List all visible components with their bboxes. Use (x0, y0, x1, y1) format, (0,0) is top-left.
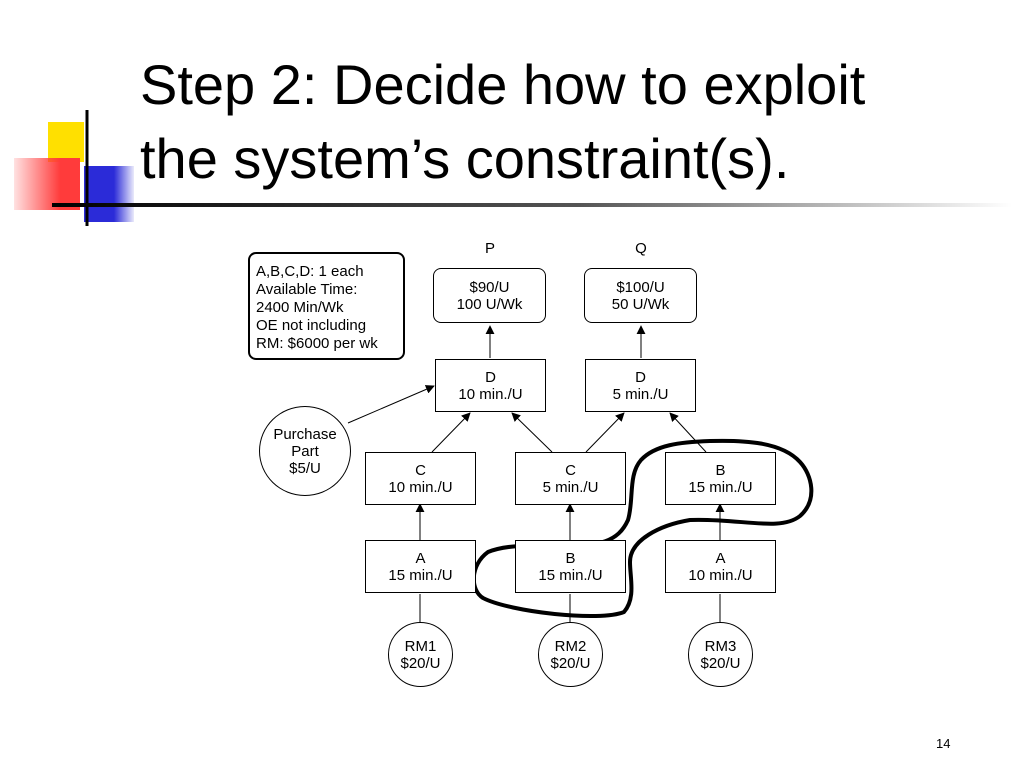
purchase-part-cost: $5/U (289, 459, 321, 477)
node-d-right: D 5 min./U (585, 359, 696, 412)
node-b-mid-time: 15 min./U (538, 566, 603, 584)
node-b-mid: B 15 min./U (515, 540, 626, 593)
node-c-mid-time: 5 min./U (542, 478, 599, 496)
purchase-part-line-2: Part (291, 442, 319, 460)
raw-material-rm1: RM1 $20/U (388, 622, 453, 687)
product-p-demand: 100 U/Wk (456, 295, 523, 313)
node-a-left: A 15 min./U (365, 540, 476, 593)
node-a-right-time: 10 min./U (688, 566, 753, 584)
yellow-square (48, 122, 84, 162)
arrow-cleft-to-dleft (431, 412, 471, 453)
product-p-price: $90/U (469, 278, 510, 296)
slide-title: Step 2: Decide how to exploit the system… (140, 48, 1000, 196)
node-a-left-resource: A (415, 549, 426, 567)
node-d-left-resource: D (485, 368, 496, 386)
node-b-right-time: 15 min./U (688, 478, 753, 496)
rm2-cost: $20/U (550, 654, 591, 672)
product-q-demand: 50 U/Wk (611, 295, 670, 313)
resource-info-note: A,B,C,D: 1 each Available Time: 2400 Min… (248, 252, 405, 360)
node-b-right-resource: B (715, 461, 726, 479)
node-d-left-time: 10 min./U (458, 385, 523, 403)
node-c-left-resource: C (415, 461, 426, 479)
title-line-1: Step 2: Decide how to exploit (140, 53, 866, 116)
node-a-right-resource: A (715, 549, 726, 567)
node-c-left-time: 10 min./U (388, 478, 453, 496)
blue-square (84, 166, 134, 222)
product-p-box: $90/U 100 U/Wk (433, 268, 546, 323)
note-line-5: RM: $6000 per wk (256, 335, 378, 352)
rm1-cost: $20/U (400, 654, 441, 672)
node-c-mid-resource: C (565, 461, 576, 479)
title-line-2: the system’s constraint(s). (140, 127, 790, 190)
note-line-3: 2400 Min/Wk (256, 299, 344, 316)
node-c-mid: C 5 min./U (515, 452, 626, 505)
node-b-mid-resource: B (565, 549, 576, 567)
node-b-right: B 15 min./U (665, 452, 776, 505)
node-a-left-time: 15 min./U (388, 566, 453, 584)
rm3-name: RM3 (704, 637, 737, 655)
node-d-right-resource: D (635, 368, 646, 386)
slide-page-number: 14 (936, 736, 951, 751)
rm1-name: RM1 (404, 637, 437, 655)
note-line-2: Available Time: (256, 281, 358, 298)
product-q-box: $100/U 50 U/Wk (584, 268, 697, 323)
note-line-4: OE not including (256, 317, 367, 334)
product-p-label: P (484, 240, 495, 257)
product-q-price: $100/U (616, 278, 665, 296)
constraint-outline (471, 438, 814, 619)
raw-material-rm2: RM2 $20/U (538, 622, 603, 687)
product-q-label: Q (635, 240, 647, 257)
purchase-part-node: Purchase Part $5/U (259, 406, 351, 496)
node-c-left: C 10 min./U (365, 452, 476, 505)
arrow-purchase-to-dleft (347, 385, 435, 424)
slide-decoration (14, 110, 1012, 226)
arrow-bright-to-dright (669, 412, 707, 453)
red-square (14, 158, 80, 210)
arrow-cmid-to-dright (585, 412, 625, 453)
purchase-part-line-1: Purchase (273, 425, 337, 443)
arrow-cmid-to-dleft (511, 412, 553, 453)
node-d-right-time: 5 min./U (612, 385, 669, 403)
note-line-1: A,B,C,D: 1 each (256, 263, 364, 280)
node-a-right: A 10 min./U (665, 540, 776, 593)
title-rule (52, 203, 1012, 207)
raw-material-rm3: RM3 $20/U (688, 622, 753, 687)
node-d-left: D 10 min./U (435, 359, 546, 412)
rm2-name: RM2 (554, 637, 587, 655)
rm3-cost: $20/U (700, 654, 741, 672)
